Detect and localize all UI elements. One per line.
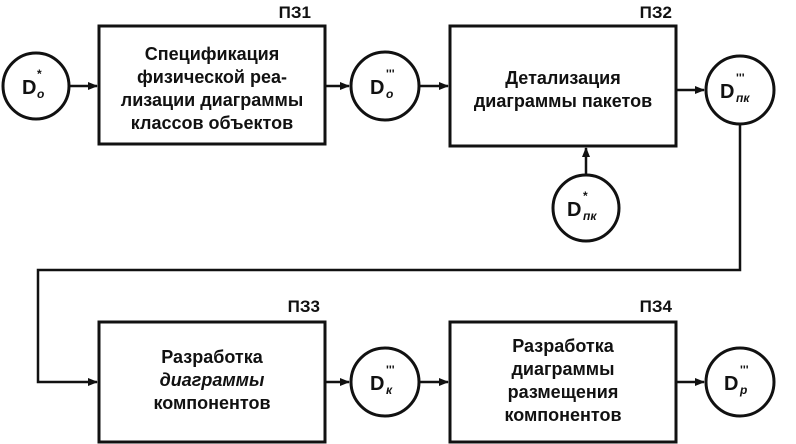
block-text-line: лизации диаграммы — [121, 90, 303, 110]
node-base: D — [720, 81, 734, 103]
node-subscript: o — [37, 87, 44, 101]
node-superscript: ''' — [386, 363, 395, 377]
node-base: D — [370, 77, 384, 99]
block-text-line: классов объектов — [131, 113, 293, 133]
block-text-line: физической реа- — [137, 67, 287, 87]
node-base: D — [567, 199, 581, 221]
block-tag: ПЗ1 — [279, 3, 311, 22]
node-subscript: p — [739, 383, 747, 397]
process-block-p31: ПЗ1 Спецификация физической реа- лизации… — [97, 3, 327, 146]
node-superscript: * — [583, 189, 588, 203]
block-text-line: Детализация — [505, 68, 621, 88]
process-block-p34: ПЗ4 Разработка диаграммы размещения комп… — [448, 297, 678, 444]
block-text-line: Спецификация — [145, 44, 279, 64]
data-node-do-star: D * o — [1, 51, 71, 121]
node-superscript: * — [37, 67, 42, 81]
connectors — [36, 82, 742, 386]
node-subscript: пк — [736, 91, 750, 105]
block-text-line: размещения — [508, 382, 619, 402]
node-superscript: ''' — [740, 363, 749, 377]
data-node-dpk-3: D ''' пк — [704, 54, 776, 126]
data-node-dpk-star: D * пк — [551, 173, 621, 243]
block-text-line: компонентов — [504, 405, 621, 425]
node-superscript: ''' — [386, 67, 395, 81]
process-block-p32: ПЗ2 Детализация диаграммы пакетов — [448, 3, 678, 148]
process-block-p33: ПЗ3 Разработка диаграммы компонентов — [97, 297, 327, 444]
node-base: D — [370, 373, 384, 395]
node-subscript: o — [386, 87, 393, 101]
block-text-line: диаграммы — [511, 359, 614, 379]
node-subscript: пк — [583, 209, 597, 223]
node-subscript: к — [386, 383, 393, 397]
block-text-line: Разработка — [512, 336, 614, 356]
edge-dpk3-to-p33 — [36, 125, 742, 386]
node-base: D — [22, 77, 36, 99]
block-tag: ПЗ4 — [640, 297, 673, 316]
block-text-line: диаграммы пакетов — [474, 91, 652, 111]
data-node-dp-3: D ''' p — [704, 346, 776, 418]
block-text-line: Разработка — [161, 347, 263, 367]
node-superscript: ''' — [736, 71, 745, 85]
data-node-dk-3: D ''' к — [349, 346, 421, 418]
block-text-line: компонентов — [153, 393, 270, 413]
block-tag: ПЗ3 — [288, 297, 320, 316]
node-base: D — [724, 373, 738, 395]
block-text-line: диаграммы — [160, 370, 265, 390]
block-tag: ПЗ2 — [640, 3, 672, 22]
data-node-do-3: D ''' o — [349, 50, 421, 122]
